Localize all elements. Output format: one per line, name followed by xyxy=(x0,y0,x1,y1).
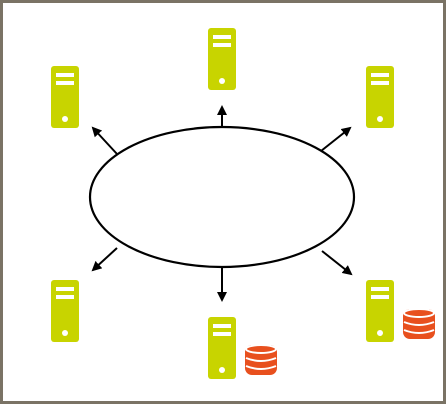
database-icon xyxy=(245,344,277,375)
server-slot xyxy=(371,287,389,291)
server-icon xyxy=(51,280,79,342)
server-slot xyxy=(56,287,74,291)
database-ring xyxy=(245,365,277,370)
server-led xyxy=(219,78,225,84)
connection-arrows xyxy=(91,105,353,302)
server-led xyxy=(377,116,383,122)
database-icon xyxy=(403,308,435,339)
server-icon xyxy=(208,28,236,90)
arrow-bottom-right xyxy=(321,250,353,276)
server-led xyxy=(62,116,68,122)
database-top xyxy=(403,308,435,318)
server-led xyxy=(62,330,68,336)
server-slot xyxy=(56,81,74,85)
arrow-bottom-left xyxy=(91,247,118,272)
database-ring xyxy=(403,321,435,326)
server-icon xyxy=(366,280,394,342)
server-slot xyxy=(213,35,231,39)
server-slot xyxy=(371,81,389,85)
server-slot xyxy=(213,43,231,47)
server-slot xyxy=(371,295,389,299)
database-ring xyxy=(245,357,277,362)
server-slot xyxy=(56,295,74,299)
database-top xyxy=(245,344,277,354)
server-icon xyxy=(366,66,394,128)
arrow-top-left xyxy=(91,126,118,155)
server-led xyxy=(377,330,383,336)
database-ring xyxy=(403,329,435,334)
server-slot xyxy=(213,324,231,328)
server-icon xyxy=(51,66,79,128)
server-slot xyxy=(371,73,389,77)
server-slot xyxy=(56,73,74,77)
server-led xyxy=(219,367,225,373)
server-slot xyxy=(213,332,231,336)
arrow-top-right xyxy=(320,126,352,152)
network-hub-ellipse xyxy=(88,125,356,269)
server-icon xyxy=(208,317,236,379)
